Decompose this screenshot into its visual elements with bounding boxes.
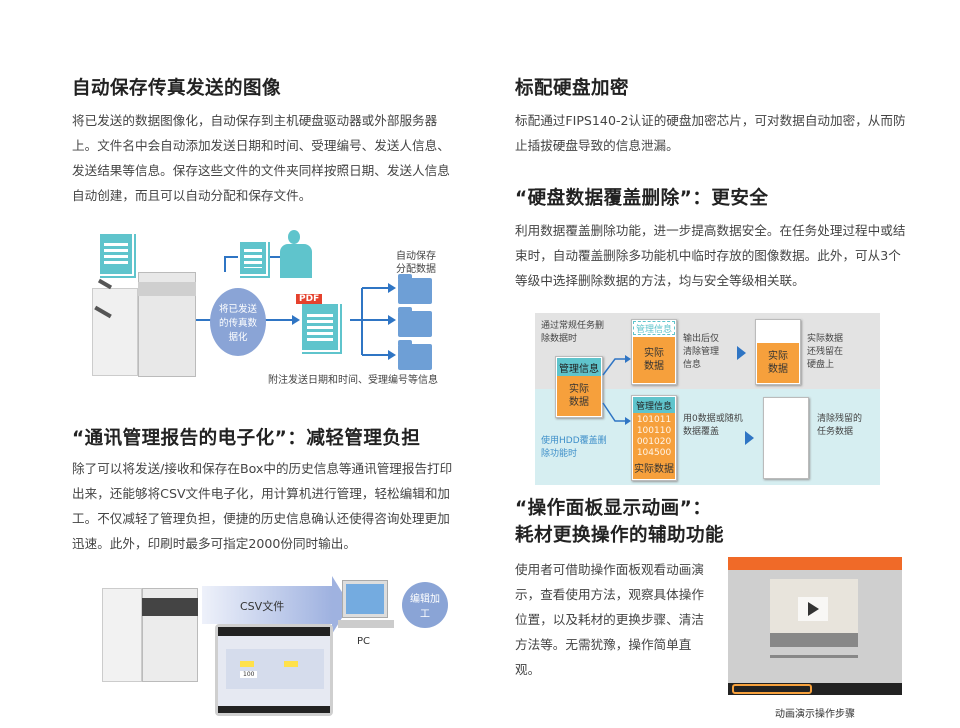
- split-arrows: [602, 355, 631, 425]
- actual-data: 实际数据: [557, 376, 601, 416]
- folder-icon: [398, 307, 432, 337]
- animation-caption: 动画演示操作步骤: [775, 709, 855, 720]
- folder-icon: [398, 340, 432, 370]
- animation-panel-screenshot: [728, 557, 902, 695]
- section-title-animation-sub: 耗材更换操作的辅助功能: [515, 525, 725, 546]
- row2-step2: 清除残留的任务数据: [817, 414, 863, 437]
- mgmt-info-cleared: 管理信息: [633, 321, 675, 335]
- animation-description: 使用者可借助操作面板观看动画演示，查看使用方法，观察具体操作位置，以及耗材的更换…: [515, 562, 704, 677]
- circle-label: 将已发送的传真数据化: [218, 304, 257, 343]
- play-icon[interactable]: [808, 602, 819, 616]
- actual-data: 实际数据: [757, 343, 799, 383]
- printer-icon: [98, 574, 198, 682]
- mgmt-info: 管理信息: [633, 397, 675, 413]
- section-title-report: “通讯管理报告的电子化”：减轻管理负担: [72, 428, 421, 449]
- actual-data: 实际数据: [633, 337, 675, 383]
- csv-diagram: CSV文件 PC 编辑加工 100: [60, 570, 460, 720]
- fax-save-diagram: 将已发送的传真数据化 PDF 自动保存分配数据 附注发送日期和时间、受理编号等信…: [60, 220, 460, 390]
- section-title-overwrite: “硬盘数据覆盖删除”：更安全: [515, 188, 769, 209]
- pdf-document-icon: [300, 302, 340, 352]
- overwritten-data: 101011 100110 001020 104500 实际数据: [633, 413, 675, 479]
- section-title-encryption: 标配硬盘加密: [515, 78, 630, 99]
- row2-step1: 用0数据或随机数据覆盖: [683, 414, 743, 437]
- arrow-icon: [737, 346, 746, 360]
- copies-value: 100: [240, 671, 258, 678]
- row1-step2: 实际数据还残留在硬盘上: [807, 334, 844, 370]
- printer-icon: [90, 270, 200, 380]
- row1-step1: 输出后仅清除管理信息: [683, 334, 720, 370]
- document-icon: [98, 232, 134, 276]
- overwrite-diagram: 通过常规任务删除数据时 使用HDD覆盖删除功能时 管理信息 实际数据 管理信息 …: [535, 313, 880, 485]
- csv-label: CSV文件: [240, 600, 285, 613]
- row2-label: 使用HDD覆盖删除功能时: [541, 436, 607, 459]
- person-icon: [278, 230, 312, 278]
- bubble-label: 编辑加工: [410, 594, 440, 620]
- overwrite-description: 利用数据覆盖删除功能，进一步提高数据安全。在任务处理过程中或结束时，自动覆盖删除…: [515, 223, 906, 288]
- section-title-auto-save: 自动保存传真发送的图像: [72, 78, 282, 99]
- encryption-description: 标配通过FIPS140-2认证的硬盘加密芯片，可对数据自动加密，从而防止插拔硬盘…: [515, 113, 906, 153]
- csv-arrow: [202, 586, 332, 624]
- panel-screen: 100: [215, 624, 333, 716]
- folder-label: 自动保存分配数据: [396, 251, 436, 275]
- pc-icon: [338, 580, 402, 632]
- actual-data: 实际数据: [634, 464, 674, 475]
- edit-bubble: 编辑加工: [402, 582, 448, 628]
- pdf-badge: PDF: [296, 294, 323, 304]
- row1-label: 通过常规任务删除数据时: [541, 321, 605, 344]
- report-description: 除了可以将发送/接收和保存在Box中的历史信息等通讯管理报告打印出来，还能够将C…: [72, 461, 453, 551]
- section-title-animation: “操作面板显示动画”：: [515, 498, 712, 519]
- binary-pattern: 101011 100110 001020 104500: [636, 415, 672, 458]
- digitize-circle: 将已发送的传真数据化: [210, 288, 266, 356]
- pc-label: PC: [357, 636, 371, 647]
- mgmt-info: 管理信息: [557, 358, 601, 376]
- arrow-icon: [745, 431, 754, 445]
- folder-icon: [398, 274, 432, 304]
- sent-document-icon: [238, 240, 268, 276]
- auto-save-description: 将已发送的数据图像化，自动保存到主机硬盘驱动器或外部服务器上。文件名中会自动添加…: [72, 113, 450, 203]
- diagram-caption: 附注发送日期和时间、受理编号等信息: [268, 375, 438, 386]
